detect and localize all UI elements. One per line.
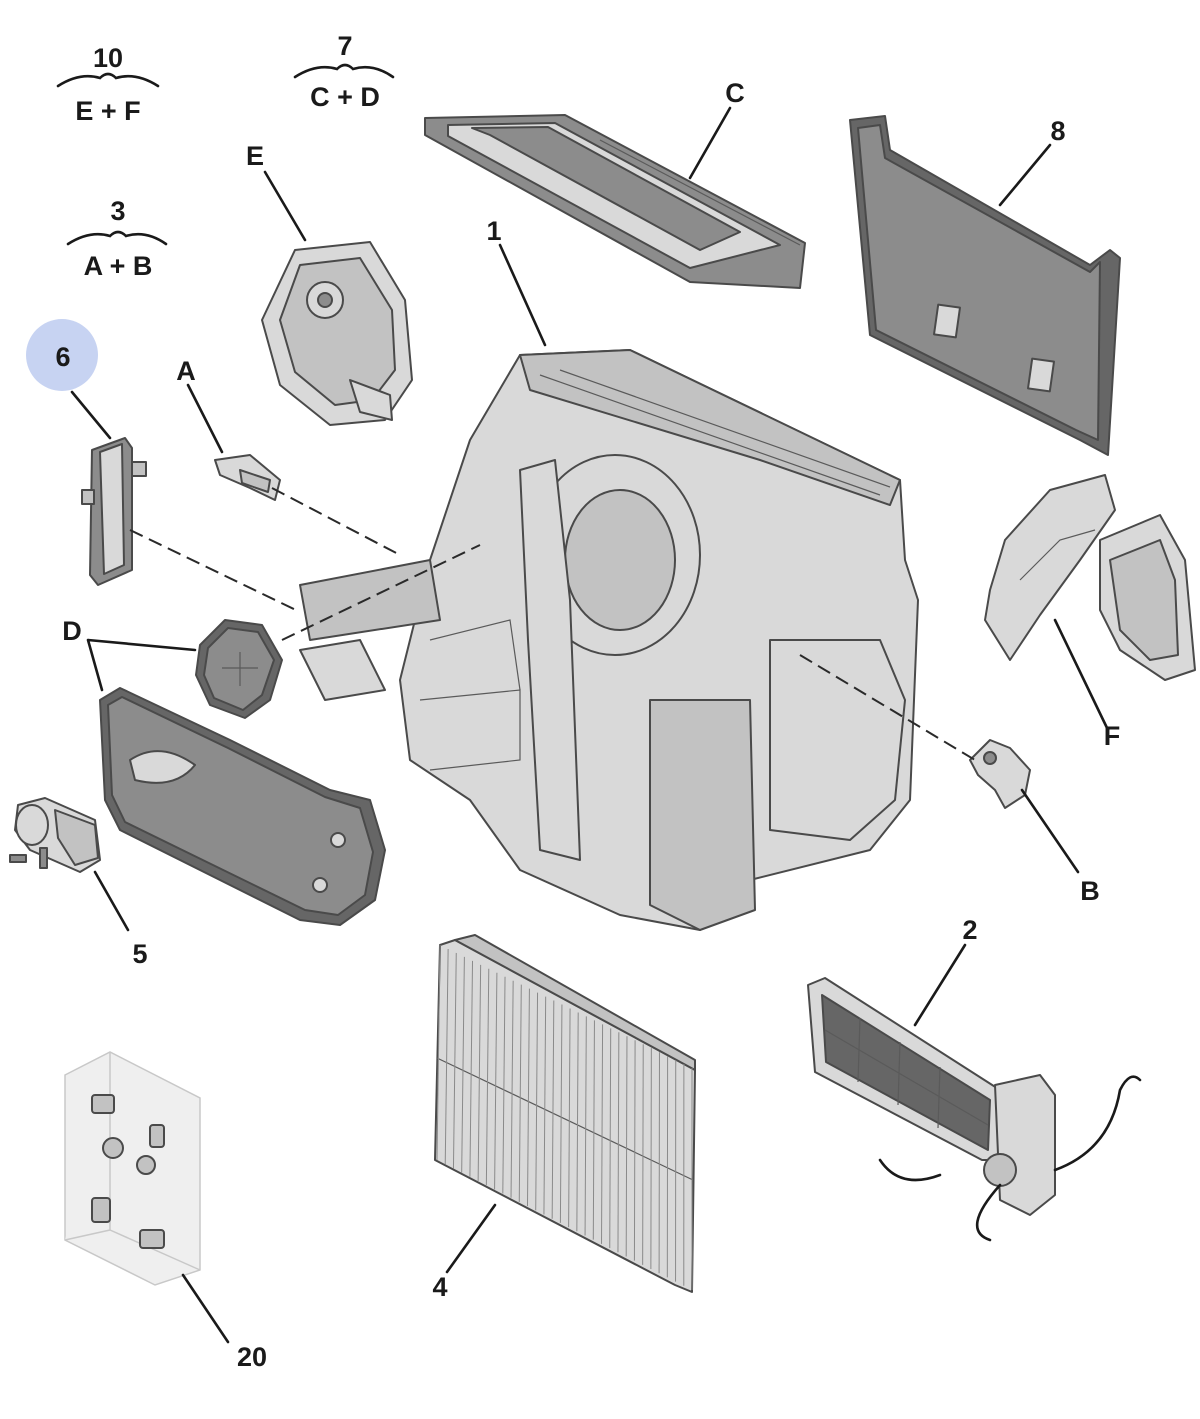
leader-c — [688, 106, 732, 180]
group-label-7: 7 C + D — [293, 31, 395, 112]
leader-d — [86, 638, 197, 692]
filter-pleat — [436, 944, 441, 1161]
filter-pleat — [461, 956, 465, 1173]
part-8-panel — [849, 115, 1121, 456]
label-c: C — [725, 78, 745, 108]
group-3-top: 3 — [110, 196, 125, 226]
filter-pleat — [592, 1020, 595, 1240]
group-10-top: 10 — [93, 43, 123, 73]
filter-pleat — [518, 984, 522, 1202]
label-1: 1 — [486, 216, 501, 246]
part-c-frame — [424, 114, 806, 289]
part-1-housing — [299, 349, 919, 931]
label-2: 2 — [962, 915, 977, 945]
part-d-flap — [99, 687, 386, 926]
filter-pleat — [568, 1008, 571, 1228]
brace-10 — [56, 72, 160, 88]
brace-3 — [66, 230, 168, 246]
filter-pleat — [601, 1024, 604, 1244]
group-7-bottom: C + D — [310, 82, 380, 112]
label-5: 5 — [132, 939, 147, 969]
leader-6 — [70, 390, 112, 440]
part-4-filter — [434, 934, 696, 1293]
highlight-6 — [26, 319, 98, 391]
part-b-link — [969, 739, 1031, 809]
filter-pleat — [485, 968, 490, 1186]
leader-20 — [181, 1273, 230, 1344]
leader-1 — [498, 243, 547, 347]
filter-pleat — [477, 964, 482, 1181]
group-label-3: 3 A + B — [66, 196, 168, 281]
leader-f — [1053, 618, 1110, 732]
label-b: B — [1080, 876, 1100, 906]
label-f: F — [1104, 721, 1121, 751]
leader-8 — [998, 143, 1052, 207]
group-10-bottom: E + F — [75, 96, 140, 126]
filter-pleat — [609, 1028, 612, 1249]
dash-6 — [129, 529, 301, 613]
dash-b — [799, 654, 976, 761]
label-20: 20 — [237, 1342, 267, 1372]
part-a-clip — [214, 454, 281, 501]
label-8: 8 — [1050, 116, 1065, 146]
filter-pleat — [625, 1036, 628, 1257]
leader-5 — [93, 870, 130, 932]
leader-b — [1020, 788, 1080, 874]
filter-pleat — [452, 952, 457, 1169]
part-e-actuator — [261, 241, 413, 426]
label-6: 6 — [55, 342, 70, 372]
leader-2 — [913, 943, 967, 1027]
filter-4-pleats — [436, 944, 693, 1290]
group-7-top: 7 — [337, 31, 352, 61]
brace-7 — [293, 63, 395, 79]
filter-pleat — [633, 1040, 636, 1261]
part-d-hex-cap — [195, 619, 283, 719]
part-f-bracket — [984, 474, 1196, 681]
part-5-motor — [9, 797, 101, 873]
label-4: 4 — [432, 1272, 447, 1302]
dash-d — [281, 544, 481, 641]
filter-pleat — [469, 960, 474, 1177]
leader-a — [186, 383, 224, 454]
part-20-kit — [64, 1051, 201, 1286]
filter-pleat — [526, 988, 530, 1207]
filter-pleat — [510, 980, 514, 1198]
label-a: A — [176, 356, 196, 386]
part-6-plate — [81, 437, 147, 586]
filter-pleat — [642, 1044, 644, 1265]
group-label-10: 10 E + F — [56, 43, 160, 126]
filter-pleat — [543, 996, 547, 1215]
part-2-heater — [807, 977, 1142, 1242]
group-3-bottom: A + B — [84, 251, 153, 281]
filter-pleat — [559, 1004, 563, 1223]
dash-a — [271, 487, 401, 556]
filter-pleat — [494, 972, 498, 1190]
filter-pleat — [617, 1032, 620, 1253]
filter-pleat — [444, 948, 449, 1165]
label-d: D — [62, 616, 82, 646]
filter-pleat — [535, 992, 539, 1211]
leader-4 — [445, 1203, 497, 1274]
label-e: E — [246, 141, 264, 171]
filter-pleat — [576, 1012, 579, 1232]
filter-pleat — [551, 1000, 555, 1219]
leader-e — [263, 170, 307, 242]
filter-pleat — [502, 976, 506, 1194]
filter-pleat — [584, 1016, 587, 1236]
